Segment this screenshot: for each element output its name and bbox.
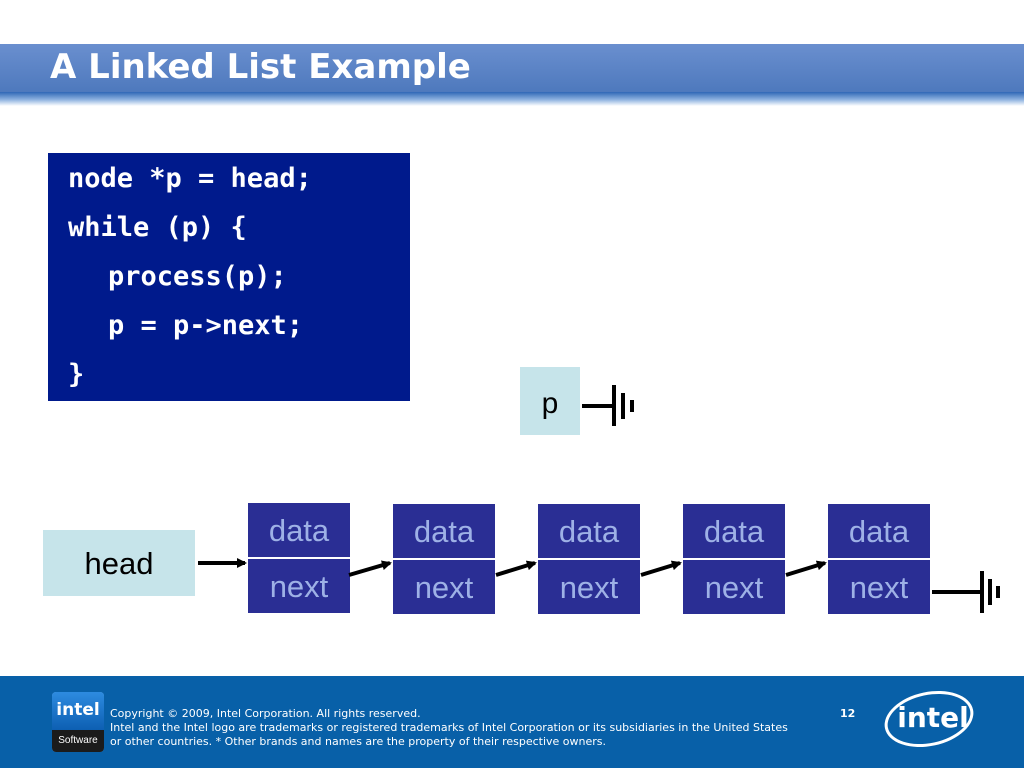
list-node: data next — [683, 504, 785, 614]
intel-logo: intel — [879, 683, 980, 755]
pointer-p-box: p — [520, 367, 580, 435]
head-box: head — [43, 530, 195, 596]
node-data-cell: data — [248, 503, 350, 559]
title-bar-fade — [0, 92, 1024, 106]
trademark-text: Intel and the Intel logo are trademarks … — [110, 721, 788, 734]
node-data-cell: data — [393, 504, 495, 560]
null-ground-icon — [932, 571, 1000, 613]
title-bar — [0, 44, 1024, 92]
node-next-cell: next — [393, 560, 495, 614]
code-line: p = p->next; — [108, 310, 304, 341]
code-line: node *p = head; — [68, 163, 312, 194]
code-block: node *p = head; while (p) { process(p); … — [48, 153, 410, 401]
intel-logo-wordmark: intel — [897, 701, 969, 734]
node-next-cell: next — [538, 560, 640, 614]
software-logo-wordmark: intel — [52, 692, 104, 730]
list-node: data next — [538, 504, 640, 614]
list-node: data next — [828, 504, 930, 614]
code-line: } — [68, 359, 85, 390]
list-node: data next — [248, 503, 350, 613]
intel-software-logo: intel Software — [52, 692, 104, 752]
node-next-cell: next — [828, 560, 930, 614]
software-logo-label: Software — [52, 730, 104, 752]
node-link-arrow — [495, 560, 537, 577]
slide-title: A Linked List Example — [50, 47, 471, 87]
copyright-text: Copyright © 2009, Intel Corporation. All… — [110, 707, 421, 720]
node-next-cell: next — [248, 559, 350, 613]
node-link-arrow — [348, 560, 392, 577]
node-data-cell: data — [538, 504, 640, 560]
node-link-arrow — [785, 560, 827, 577]
trademark-text: or other countries. * Other brands and n… — [110, 735, 607, 748]
node-next-cell: next — [683, 560, 785, 614]
null-ground-icon — [582, 385, 634, 426]
node-link-arrow — [640, 560, 682, 577]
node-data-cell: data — [683, 504, 785, 560]
footer-bar — [0, 676, 1024, 768]
page-number: 12 — [840, 707, 856, 720]
code-line: process(p); — [108, 261, 287, 292]
list-node: data next — [393, 504, 495, 614]
code-line: while (p) { — [68, 212, 247, 243]
node-data-cell: data — [828, 504, 930, 560]
footer-legal-text: Copyright © 2009, Intel Corporation. All… — [110, 707, 830, 749]
